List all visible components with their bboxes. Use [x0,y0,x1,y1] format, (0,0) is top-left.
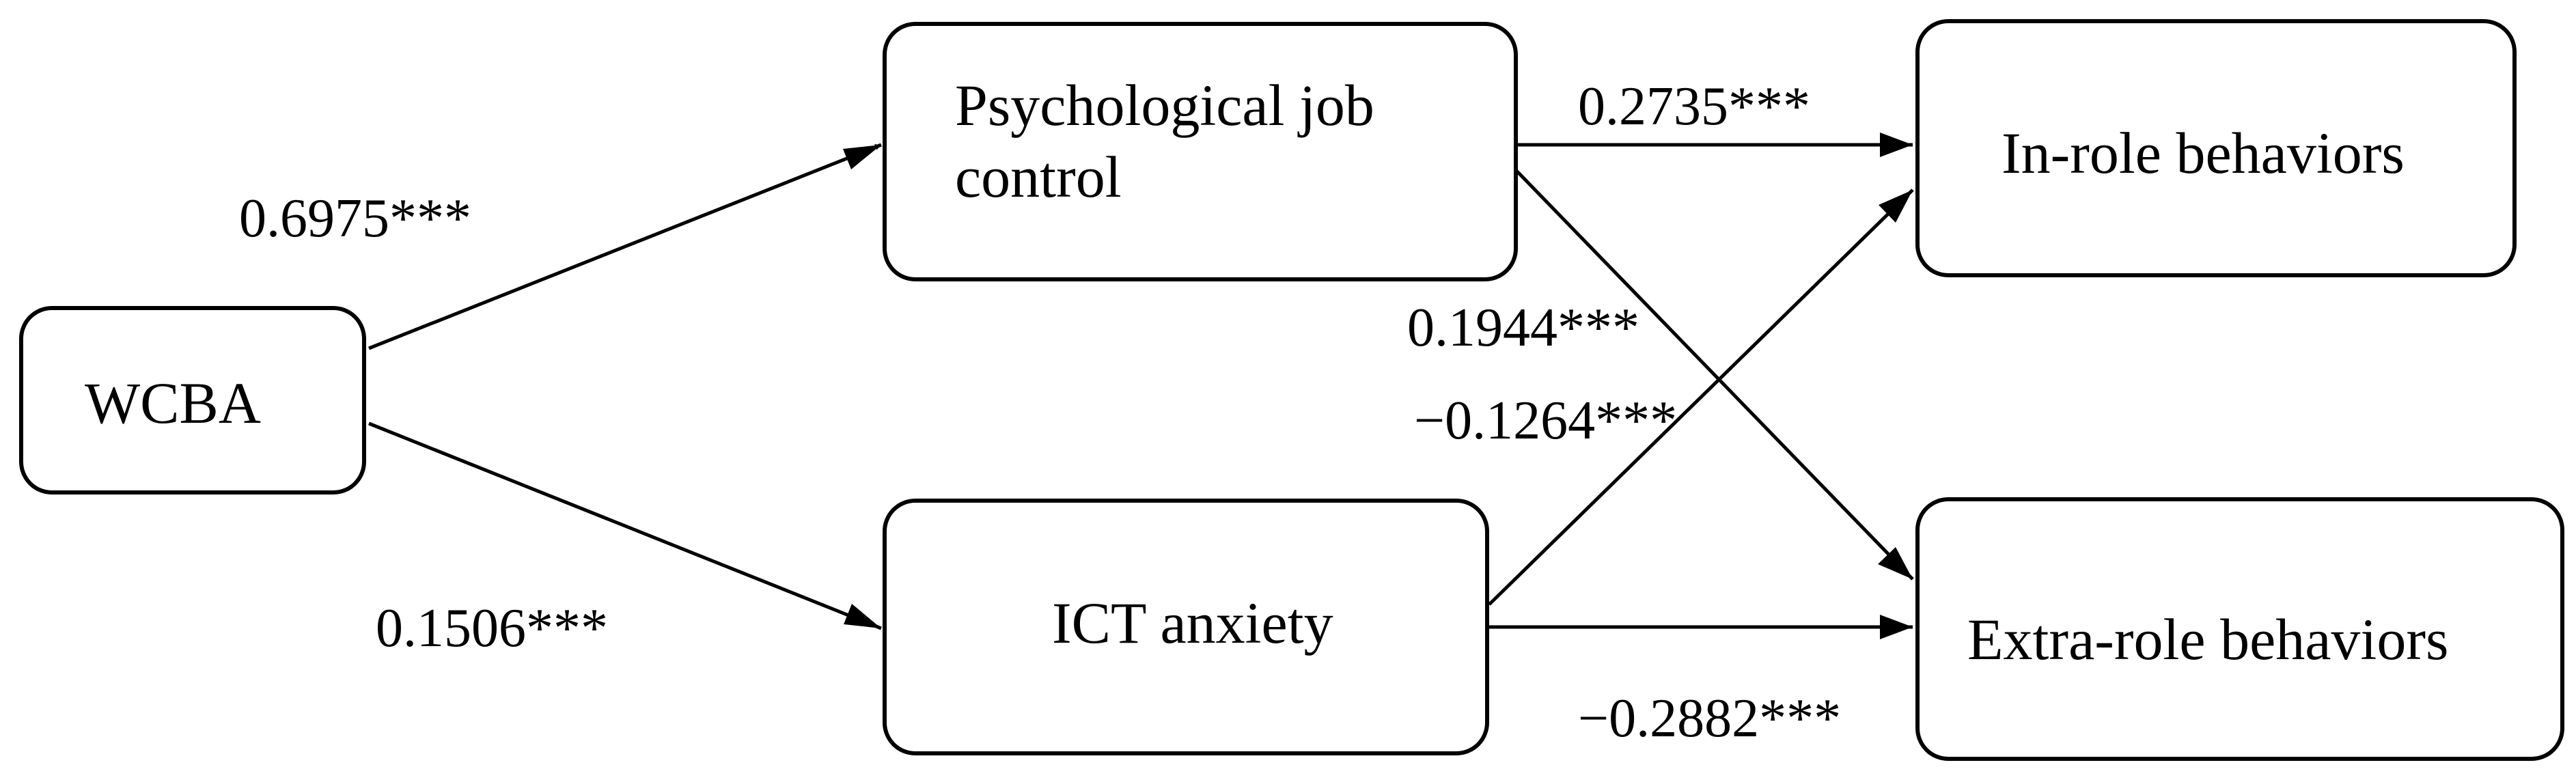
coefficient-ict-anxiety-to-in-role: −0.1264*** [1414,391,1678,451]
node-in-role-behaviors: In-role behaviors [1915,19,2517,277]
node-ict-anxiety-label: ICT anxiety [1052,590,1333,656]
coefficient-wcba-to-ict-anxiety: 0.1506*** [376,598,608,658]
node-extra-role-behaviors: Extra-role behaviors [1915,497,2564,761]
arrowhead-wcba-to-job-control [843,145,881,169]
arrow-wcba-to-ict-anxiety [368,421,882,630]
arrowhead-job-control-to-extra-role [1878,547,1913,579]
coefficient-job-control-to-extra-role: 0.1944*** [1407,298,1639,358]
node-psychological-job-control-label: Psychological job control [955,72,1374,210]
node-psychological-job-control: Psychological job control [883,22,1518,281]
arrowhead-wcba-to-ict-anxiety [844,604,881,628]
node-wcba: WCBA [19,306,366,495]
coefficient-ict-anxiety-to-extra-role: −0.2882*** [1578,688,1842,749]
arrowhead-job-control-to-in-role [1880,133,1913,157]
node-extra-role-behaviors-label: Extra-role behaviors [1967,607,2449,672]
node-ict-anxiety: ICT anxiety [883,499,1489,755]
arrow-job-control-to-extra-role [1515,169,1914,581]
coefficient-wcba-to-job-control: 0.6975*** [239,189,471,249]
arrowhead-ict-anxiety-to-extra-role [1880,615,1913,639]
coefficient-job-control-to-in-role: 0.2735*** [1578,76,1810,137]
node-wcba-label: WCBA [85,370,261,436]
arrow-wcba-to-job-control [368,143,882,350]
node-in-role-behaviors-label: In-role behaviors [2002,120,2405,186]
arrowhead-ict-anxiety-to-in-role [1879,190,1913,223]
arrow-ict-anxiety-to-in-role [1488,189,1914,606]
